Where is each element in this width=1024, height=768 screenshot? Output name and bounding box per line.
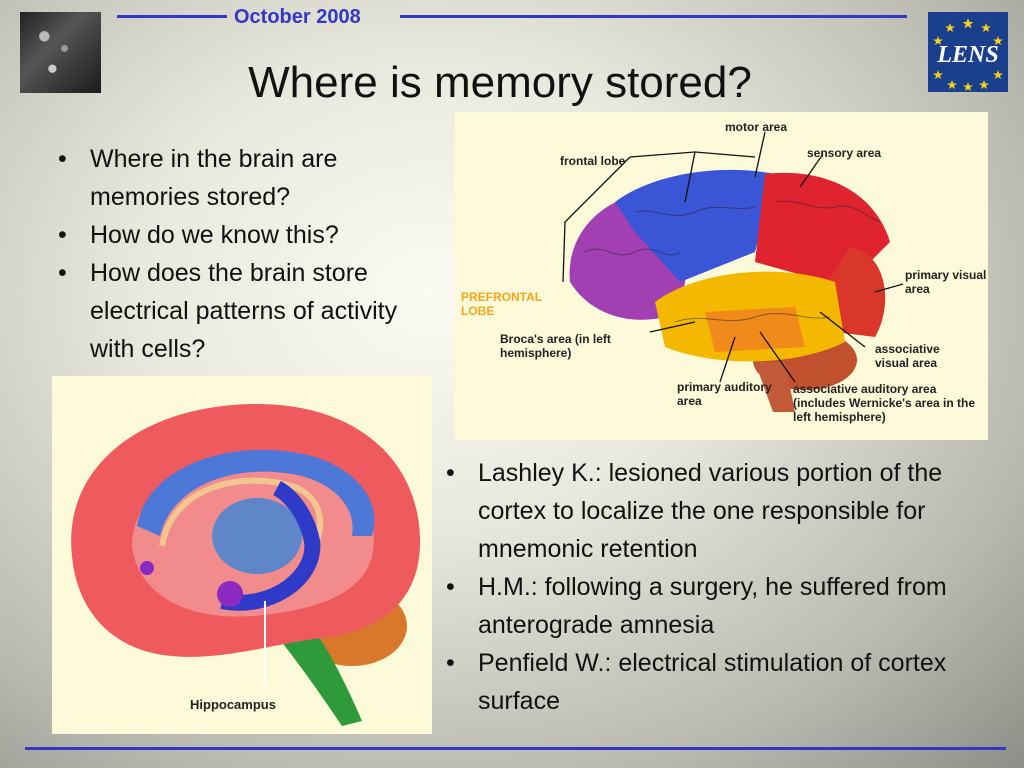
label-primary-visual-area: primary visual area: [905, 268, 987, 296]
label-hippocampus: Hippocampus: [190, 697, 276, 712]
label-associative-auditory-area: associative auditory area (includes Wern…: [793, 382, 976, 424]
label-sensory-area: sensory area: [807, 146, 882, 160]
list-item: How do we know this?: [58, 216, 438, 254]
list-item: H.M.: following a surgery, he suffered f…: [446, 568, 1016, 644]
left-bullet-list: Where in the brain are memories stored? …: [58, 140, 438, 368]
label-prefrontal-lobe: PREFRONTAL LOBE: [461, 290, 542, 318]
page-title: Where is memory stored?: [248, 58, 752, 107]
label-associative-visual-area: associative visual area: [875, 342, 940, 370]
label-motor-area: motor area: [725, 120, 788, 134]
hippocampus-diagram: Hippocampus: [52, 376, 432, 734]
label-brocas-area: Broca's area (in left hemisphere): [500, 332, 611, 360]
eu-stars-icon: LENS: [933, 18, 1003, 91]
header-line-right: [400, 15, 907, 18]
hippocampus-illustration: [71, 403, 421, 726]
label-frontal-lobe: frontal lobe: [560, 154, 626, 168]
right-bullet-list: Lashley K.: lesioned various portion of …: [446, 454, 1016, 720]
footer-line: [25, 747, 1006, 750]
list-item: Where in the brain are memories stored?: [58, 140, 438, 216]
brain-areas-diagram: motor area frontal lobe sensory area PRE…: [455, 112, 988, 440]
label-primary-auditory-area: primary auditory area: [677, 380, 772, 408]
list-item: Lashley K.: lesioned various portion of …: [446, 454, 1016, 568]
lens-logo-text: LENS: [936, 42, 998, 68]
list-item: Penfield W.: electrical stimulation of c…: [446, 644, 1016, 720]
header-line-left: [117, 15, 227, 18]
lens-logo: LENS: [928, 12, 1008, 92]
neuron-thumbnail-image: [20, 12, 101, 93]
brain-illustration: [562, 131, 904, 412]
list-item: How does the brain store electrical patt…: [58, 254, 438, 368]
header-date: October 2008: [234, 6, 361, 28]
